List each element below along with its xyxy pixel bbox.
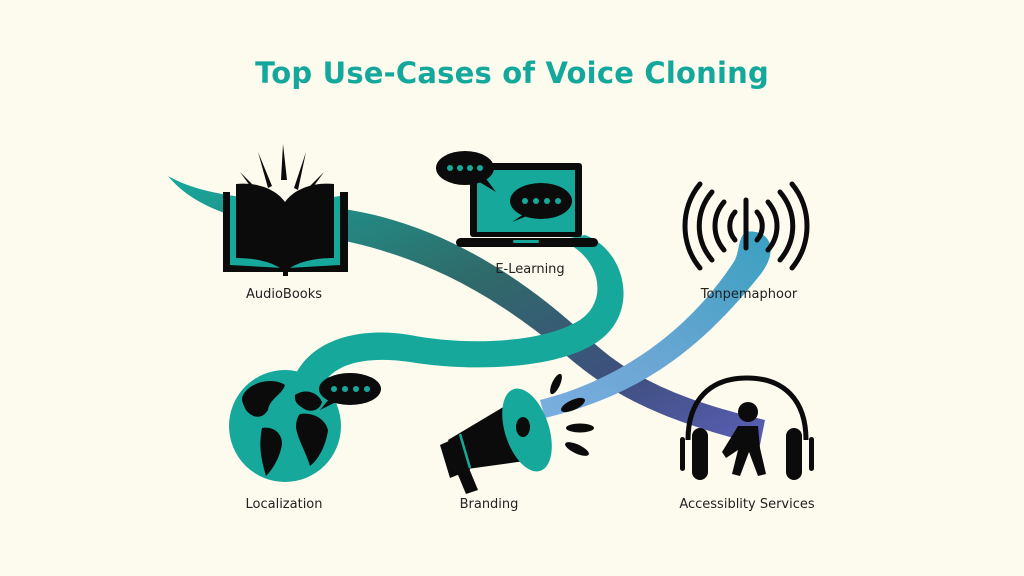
headphones-person-icon bbox=[680, 375, 814, 480]
open-book-icon bbox=[223, 144, 348, 276]
label-localization: Localization bbox=[245, 497, 323, 512]
page-title: Top Use-Cases of Voice Cloning bbox=[255, 56, 769, 90]
label-audiobooks: AudioBooks bbox=[245, 287, 323, 302]
label-branding: Branding bbox=[459, 497, 519, 512]
label-tonpemaphoor: Tonpemaphoor bbox=[700, 287, 798, 302]
broadcast-signal-icon bbox=[682, 181, 810, 271]
label-e-learning: E-Learning bbox=[495, 262, 565, 277]
ribbon-blue bbox=[540, 231, 771, 418]
laptop-chat-icon bbox=[436, 151, 598, 247]
globe-chat-icon bbox=[229, 370, 381, 482]
megaphone-icon bbox=[440, 373, 594, 494]
label-accessibility-services: Accessiblity Services bbox=[679, 497, 815, 512]
ribbon-teal bbox=[290, 235, 624, 398]
